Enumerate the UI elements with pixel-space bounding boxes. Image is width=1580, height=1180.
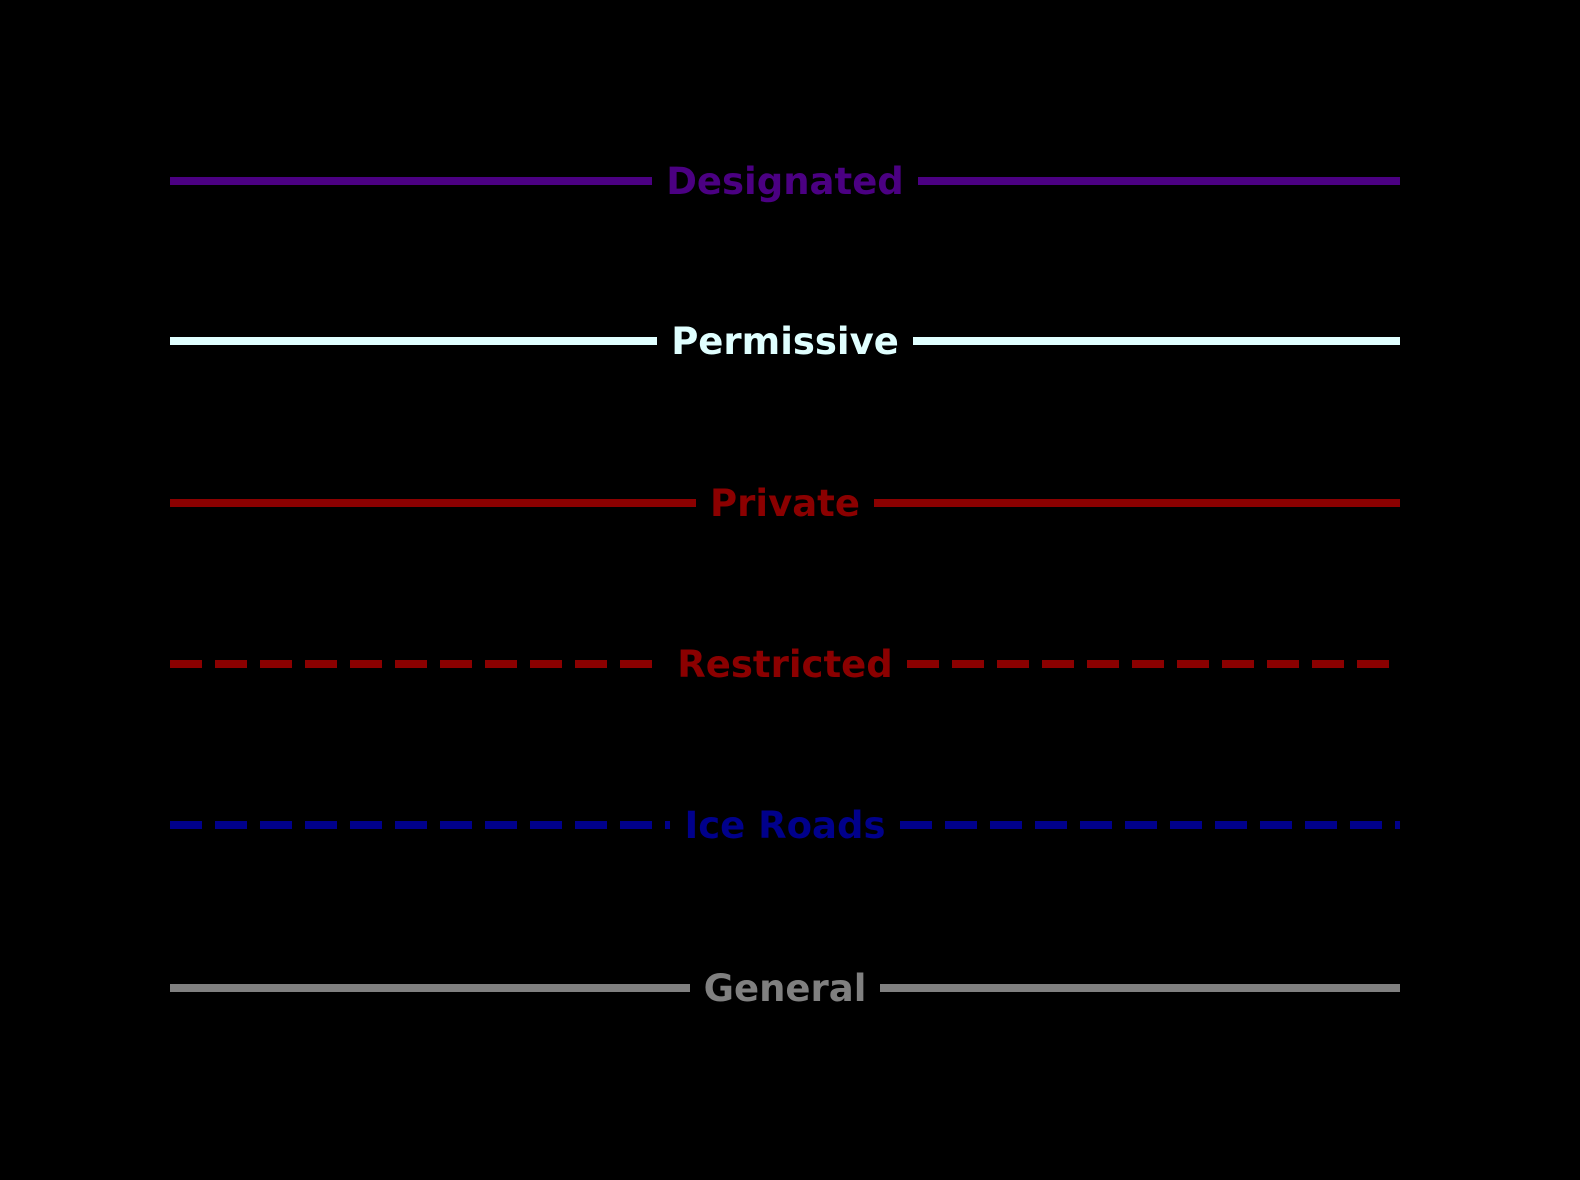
legend-line-right-permissive bbox=[912, 337, 1401, 345]
legend-row-general[interactable]: General bbox=[170, 960, 1401, 1016]
legend-line-right-designated bbox=[917, 177, 1401, 185]
legend-label-restricted: Restricted bbox=[677, 642, 893, 686]
legend-row-designated[interactable]: Designated bbox=[170, 153, 1401, 209]
legend-line-left-general bbox=[170, 984, 690, 992]
legend-line-right-restricted bbox=[906, 660, 1400, 668]
legend-label-general: General bbox=[703, 966, 867, 1010]
legend-row-restricted[interactable]: Restricted bbox=[170, 636, 1400, 692]
legend-label-ice-roads: Ice Roads bbox=[684, 803, 886, 847]
legend-line-right-general bbox=[880, 984, 1401, 992]
legend-line-right-ice-roads bbox=[899, 821, 1400, 829]
legend-label-designated: Designated bbox=[666, 159, 904, 203]
legend-row-private[interactable]: Private bbox=[170, 475, 1401, 531]
legend-line-left-designated bbox=[170, 177, 653, 185]
legend-row-ice-roads[interactable]: Ice Roads bbox=[170, 797, 1400, 853]
legend-line-left-restricted bbox=[170, 660, 664, 668]
legend-line-left-ice-roads bbox=[170, 821, 671, 829]
legend-row-permissive[interactable]: Permissive bbox=[170, 313, 1401, 369]
legend-label-private: Private bbox=[710, 481, 860, 525]
legend-line-right-private bbox=[873, 499, 1401, 507]
legend-label-permissive: Permissive bbox=[671, 319, 899, 363]
legend-line-left-private bbox=[170, 499, 697, 507]
legend-line-left-permissive bbox=[170, 337, 658, 345]
